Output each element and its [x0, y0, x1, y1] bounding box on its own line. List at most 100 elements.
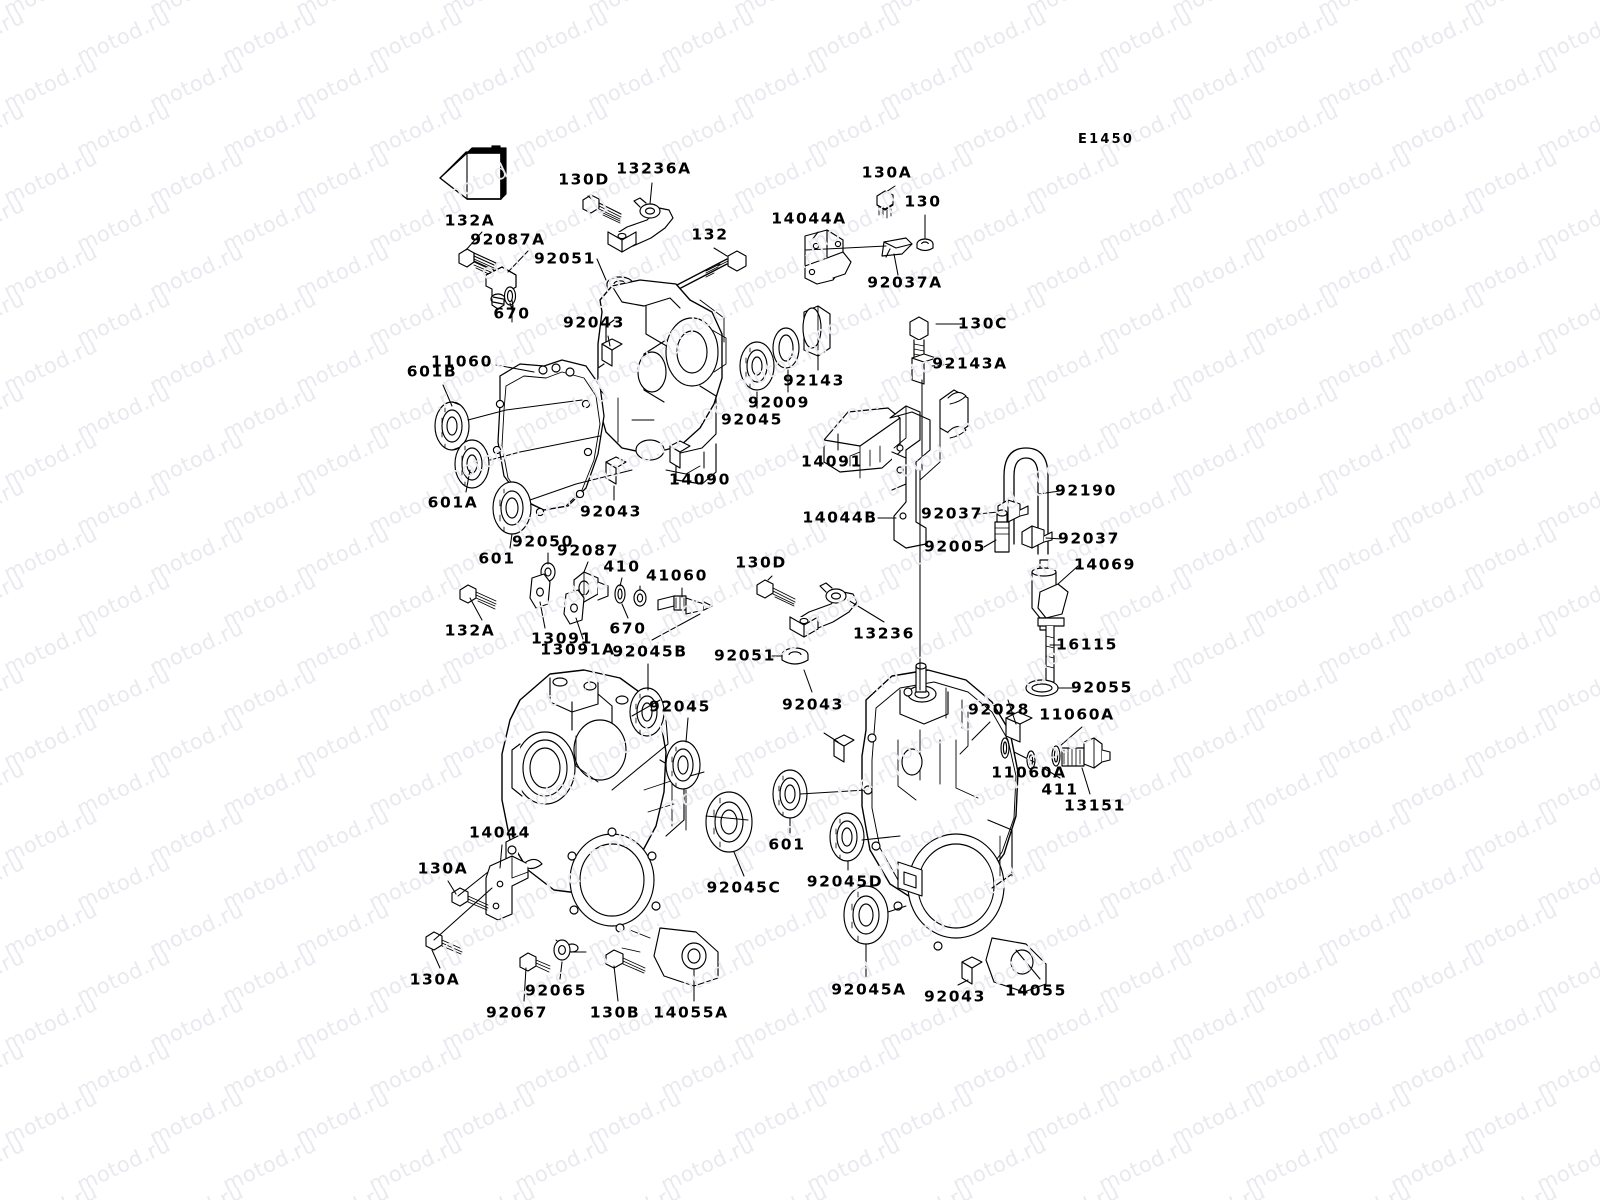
part-callout-132a[interactable]: 132A — [444, 211, 496, 230]
part-callout-14090[interactable]: 14090 — [669, 470, 731, 489]
part-callout-130[interactable]: 130 — [904, 192, 942, 211]
part-callout-92045b[interactable]: 92045B — [612, 642, 688, 661]
part-callout-92055[interactable]: 92055 — [1071, 678, 1133, 697]
part-callout-601[interactable]: 601 — [478, 549, 516, 568]
part-callout-92037[interactable]: 92037 — [921, 504, 983, 523]
part-callout-130a[interactable]: 130A — [409, 970, 461, 989]
part-callout-92087[interactable]: 92087 — [557, 541, 619, 560]
part-callout-92037a[interactable]: 92037A — [867, 273, 943, 292]
part-callout-13236a[interactable]: 13236A — [616, 159, 692, 178]
bearing-92045 — [665, 740, 701, 790]
part-callout-130a[interactable]: 130A — [417, 859, 469, 878]
part-callout-92067[interactable]: 92067 — [486, 1003, 548, 1022]
part-callout-130d[interactable]: 130D — [735, 553, 787, 572]
bearing-92045d — [829, 812, 865, 862]
part-callout-92045d[interactable]: 92045D — [806, 872, 884, 891]
seal-92009 — [772, 327, 800, 369]
part-callout-14055[interactable]: 14055 — [1005, 981, 1067, 1000]
collar-92143 — [802, 305, 831, 357]
part-callout-132a[interactable]: 132A — [444, 621, 496, 640]
part-callout-92087a[interactable]: 92087A — [470, 230, 546, 249]
part-callout-92028[interactable]: 92028 — [968, 700, 1030, 719]
bolt-130b — [605, 949, 646, 974]
part-92087a — [485, 266, 517, 310]
part-callout-14044b[interactable]: 14044B — [802, 508, 878, 527]
part-callout-14044[interactable]: 14044 — [469, 823, 531, 842]
seal-11060a-right — [1051, 745, 1061, 767]
part-13236-shift-arm — [789, 582, 858, 638]
part-callout-92043[interactable]: 92043 — [782, 695, 844, 714]
part-callout-41060[interactable]: 41060 — [646, 566, 708, 585]
part-callout-13236[interactable]: 13236 — [853, 624, 915, 643]
oring-670-top — [503, 286, 517, 306]
part-callout-601a[interactable]: 601A — [427, 493, 479, 512]
bracket-14044 — [485, 855, 543, 921]
clamp-92037-b — [1021, 525, 1053, 549]
part-callout-13091a[interactable]: 13091A — [540, 640, 616, 659]
bolt-130a-midleft — [451, 887, 489, 911]
diagram-code: E1450 — [1078, 132, 1135, 147]
part-callout-92045[interactable]: 92045 — [721, 410, 783, 429]
crankcase-14055 — [861, 662, 1047, 993]
bolt-132a-bot — [459, 584, 497, 610]
dowel-92043-bottom — [961, 956, 983, 985]
part-callout-601b[interactable]: 601B — [406, 362, 458, 381]
part-callout-92143a[interactable]: 92143A — [932, 354, 1008, 373]
front-arrow-icon — [439, 145, 507, 200]
bolt-130d-bot — [756, 579, 796, 607]
bearing-601-bot — [772, 769, 808, 819]
part-callout-11060[interactable]: 11060 — [431, 352, 493, 371]
part-callout-130b[interactable]: 130B — [589, 1003, 641, 1022]
part-callout-92009[interactable]: 92009 — [748, 393, 810, 412]
bolt-130d-top — [582, 194, 622, 224]
dowel-92043-right — [669, 440, 691, 469]
part-callout-92043[interactable]: 92043 — [563, 313, 625, 332]
part-callout-92005[interactable]: 92005 — [924, 537, 986, 556]
part-callout-14069[interactable]: 14069 — [1074, 555, 1136, 574]
bearing-601a — [454, 439, 490, 489]
part-callout-92037[interactable]: 92037 — [1058, 529, 1120, 548]
part-callout-16115[interactable]: 16115 — [1056, 635, 1118, 654]
part-callout-11060a[interactable]: 11060A — [1039, 705, 1115, 724]
lever-13091 — [529, 573, 551, 609]
part-callout-92050[interactable]: 92050 — [512, 532, 574, 551]
part-callout-13151[interactable]: 13151 — [1064, 796, 1126, 815]
part-callout-92043[interactable]: 92043 — [580, 502, 642, 521]
part-callout-14055a[interactable]: 14055A — [653, 1003, 729, 1022]
bracket-14044a — [804, 229, 852, 285]
part-callout-92043[interactable]: 92043 — [924, 987, 986, 1006]
seal-11060a-left — [1000, 737, 1010, 759]
collar-92143a — [911, 353, 937, 385]
part-callout-670[interactable]: 670 — [493, 304, 531, 323]
part-callout-132[interactable]: 132 — [691, 225, 729, 244]
clip-92037a — [881, 237, 913, 258]
part-callout-130a[interactable]: 130A — [861, 163, 913, 182]
housing-14090 — [597, 279, 727, 485]
cover-14091 — [823, 407, 907, 491]
part-callout-92190[interactable]: 92190 — [1055, 481, 1117, 500]
part-callout-14044a[interactable]: 14044A — [771, 209, 847, 228]
part-callout-92051[interactable]: 92051 — [534, 249, 596, 268]
part-callout-130d[interactable]: 130D — [558, 170, 610, 189]
part-callout-92051[interactable]: 92051 — [714, 646, 776, 665]
part-callout-410[interactable]: 410 — [603, 557, 641, 576]
seal-92051-bot — [781, 647, 809, 665]
part-callout-92045[interactable]: 92045 — [649, 697, 711, 716]
plug-41060 — [657, 595, 713, 615]
part-callout-670[interactable]: 670 — [609, 619, 647, 638]
washer-130 — [916, 238, 934, 252]
washer-92065 — [553, 939, 571, 961]
part-callout-411[interactable]: 411 — [1041, 780, 1079, 799]
switch-13151 — [1061, 737, 1111, 769]
part-callout-92045c[interactable]: 92045C — [706, 878, 782, 897]
part-callout-92065[interactable]: 92065 — [525, 981, 587, 1000]
part-callout-130c[interactable]: 130C — [957, 314, 1009, 333]
bolt-130c — [909, 316, 929, 365]
part-callout-601[interactable]: 601 — [768, 835, 806, 854]
part-callout-92045a[interactable]: 92045A — [831, 980, 907, 999]
part-callout-11060a[interactable]: 11060A — [991, 763, 1067, 782]
hose-92190 — [1003, 447, 1049, 555]
part-callout-14091[interactable]: 14091 — [801, 452, 863, 471]
part-callout-13091[interactable]: 13091 — [531, 629, 593, 648]
part-callout-92143[interactable]: 92143 — [783, 371, 845, 390]
